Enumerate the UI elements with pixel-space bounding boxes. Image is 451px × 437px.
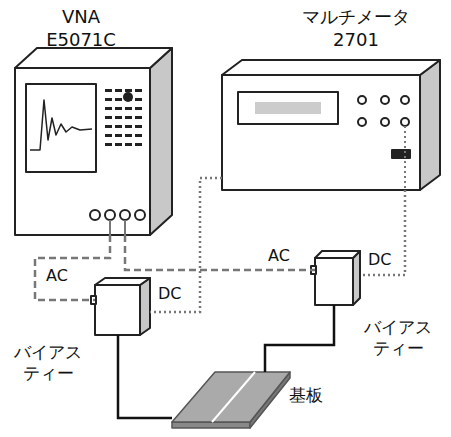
cable	[35, 235, 110, 300]
bias-tee: バイアス ティー	[95, 278, 150, 335]
node-label: バイアス ティー	[357, 317, 439, 360]
vna-instrument: VNA E5071C	[15, 47, 172, 235]
bias-tee	[91, 278, 150, 335]
node-label: VNA E5071C	[37, 6, 125, 51]
node-label: バイアス ティー	[7, 342, 89, 385]
signal-label: AC	[266, 246, 292, 265]
bias-tee	[311, 251, 360, 305]
node-label: 基板	[284, 385, 328, 406]
multimeter-instrument: マルチメータ 2701	[222, 60, 440, 190]
cable	[265, 305, 334, 372]
cable	[118, 335, 172, 418]
signal-label: AC	[44, 266, 70, 285]
signal-label: DC	[156, 284, 184, 303]
node-label: マルチメータ 2701	[292, 6, 420, 51]
substrate: 基板	[172, 372, 290, 422]
multimeter-instrument	[222, 60, 440, 190]
vna-instrument	[15, 48, 172, 235]
cable	[125, 235, 315, 270]
cable	[360, 190, 405, 275]
substrate	[172, 372, 290, 428]
bias-tee: バイアス ティー	[315, 251, 360, 305]
signal-label: DC	[366, 250, 394, 269]
cable	[150, 178, 222, 312]
